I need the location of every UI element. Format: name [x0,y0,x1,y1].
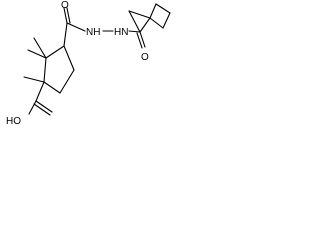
hydroxyl-label: HO [6,116,21,127]
amide-bond [128,30,141,33]
ring-bond [45,45,65,59]
acid-oh-bond [28,100,37,115]
ring-bond [43,81,61,94]
carbonyl-double-bond [66,7,71,24]
methyl-bond [33,37,47,59]
carbonyl-double-bond [136,32,143,49]
ring-bond [63,45,75,71]
ring-bond [43,57,47,83]
nitrogen-label: NH [86,27,100,38]
chemical-structure: O NH HN O HO [6,0,171,127]
amide-bond [66,22,86,32]
spiro-ring-bond [155,3,171,14]
amide-bond [63,22,68,47]
acid-double-bond [33,103,51,116]
acid-double-bond [35,100,53,113]
spiro-ring-bond [149,17,164,29]
methyl-bond [27,49,47,59]
spiro-ring-bond [128,10,141,33]
acid-bond [35,81,45,102]
methyl-bond [23,76,45,83]
ring-bond [59,69,75,94]
oxygen-label: O [61,0,69,11]
spiro-ring-bond [128,10,151,19]
spiro-ring-bond [139,17,151,33]
carbonyl-double-bond [63,7,68,24]
spiro-ring-bond [162,12,171,29]
oxygen-label: O [141,52,149,63]
spiro-ring-bond [149,3,157,19]
carbonyl-double-bond [139,31,146,48]
nitrogen-label: HN [114,27,128,38]
